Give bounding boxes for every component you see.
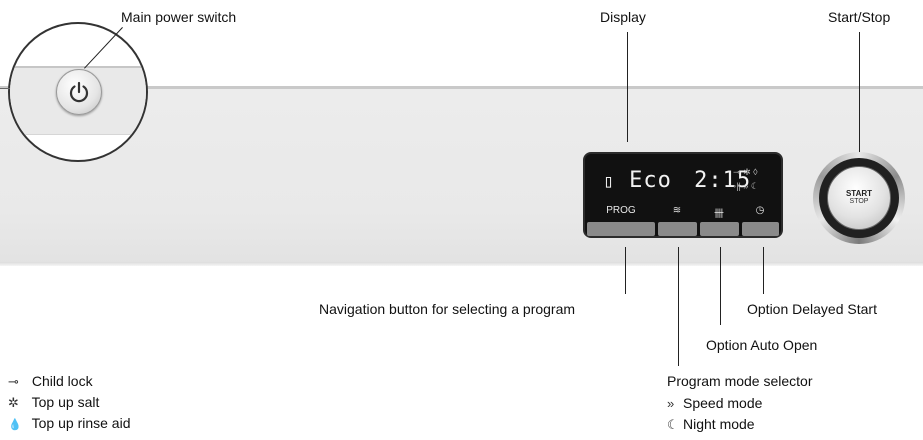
power-switch-magnifier bbox=[8, 22, 148, 162]
legend-left: ⊸ Child lock ✲ Top up salt 💧 Top up rins… bbox=[8, 373, 130, 436]
leader-delayed-start bbox=[763, 247, 764, 294]
speed-status-icon: » bbox=[743, 181, 749, 191]
leader-program-mode bbox=[678, 247, 679, 366]
legend-label: Top up salt bbox=[31, 394, 100, 410]
panel-bottom-edge bbox=[0, 262, 923, 266]
night-mode-icon: ☾ bbox=[667, 417, 679, 432]
legend-label: Child lock bbox=[31, 373, 93, 389]
label-auto-open: 卌 bbox=[714, 209, 724, 220]
display-status-icons: ⊸ ✲ ◊ ◦|| » ☾ bbox=[733, 165, 781, 193]
child-lock-status-icon: ⊸ bbox=[733, 167, 741, 177]
legend-label: Night mode bbox=[683, 416, 755, 432]
legend-item-salt: ✲ Top up salt bbox=[8, 394, 130, 415]
start-stop-button[interactable]: START STOP bbox=[813, 152, 905, 244]
display-time: 2:15 bbox=[694, 168, 752, 193]
leader-display bbox=[627, 32, 628, 142]
program-indicator-icon: ▯ bbox=[603, 171, 615, 192]
legend-item-night-mode: ☾ Night mode bbox=[667, 416, 762, 437]
start-label: START bbox=[845, 189, 873, 198]
leader-start-stop bbox=[859, 32, 860, 170]
label-program-mode: ≋ bbox=[672, 205, 682, 216]
start-stop-cap: START STOP bbox=[827, 166, 891, 230]
legend-label: Speed mode bbox=[683, 395, 763, 411]
power-icon bbox=[69, 81, 89, 103]
legend-right: » Speed mode ☾ Night mode bbox=[667, 395, 762, 437]
panel-top-edge bbox=[0, 86, 923, 89]
legend-item-rinse-aid: 💧 Top up rinse aid bbox=[8, 415, 130, 436]
program-mode-button[interactable] bbox=[658, 222, 697, 236]
callout-display: Display bbox=[600, 9, 646, 25]
callout-start-stop: Start/Stop bbox=[828, 9, 891, 25]
magnifier-connector bbox=[0, 88, 10, 89]
main-power-button[interactable] bbox=[56, 69, 102, 115]
callout-main-power: Main power switch bbox=[121, 9, 237, 25]
label-prog: PROG bbox=[606, 205, 636, 216]
sound-status-icon: ◦|| bbox=[733, 181, 741, 191]
callout-navigation: Navigation button for selecting a progra… bbox=[319, 301, 576, 317]
rinse-aid-status-icon: ◊ bbox=[753, 167, 758, 177]
leader-navigation bbox=[625, 247, 626, 294]
display-readout: ▯ Eco 2:15 bbox=[603, 168, 751, 193]
legend-item-child-lock: ⊸ Child lock bbox=[8, 373, 130, 394]
child-lock-icon: ⊸ bbox=[8, 374, 19, 389]
callout-delayed-start: Option Delayed Start bbox=[747, 301, 877, 317]
speed-mode-icon: » bbox=[667, 396, 675, 411]
salt-status-icon: ✲ bbox=[743, 167, 751, 177]
stop-label: STOP bbox=[849, 198, 869, 205]
display-screen: ▯ Eco 2:15 ⊸ ✲ ◊ ◦|| » ☾ PROG ≋ 卌 ◷ bbox=[583, 152, 783, 238]
callout-program-mode: Program mode selector bbox=[667, 373, 813, 389]
prog-button[interactable] bbox=[587, 222, 655, 236]
rinse-aid-icon: 💧 bbox=[8, 419, 22, 431]
salt-icon: ✲ bbox=[8, 395, 19, 410]
callout-auto-open: Option Auto Open bbox=[706, 337, 818, 353]
leader-auto-open bbox=[720, 247, 721, 325]
night-status-icon: ☾ bbox=[750, 181, 759, 191]
label-delayed-start: ◷ bbox=[755, 205, 765, 216]
auto-open-button[interactable] bbox=[700, 222, 739, 236]
legend-label: Top up rinse aid bbox=[31, 415, 131, 431]
delayed-start-button[interactable] bbox=[742, 222, 779, 236]
legend-item-speed-mode: » Speed mode bbox=[667, 395, 762, 416]
display-program: Eco bbox=[629, 168, 672, 193]
